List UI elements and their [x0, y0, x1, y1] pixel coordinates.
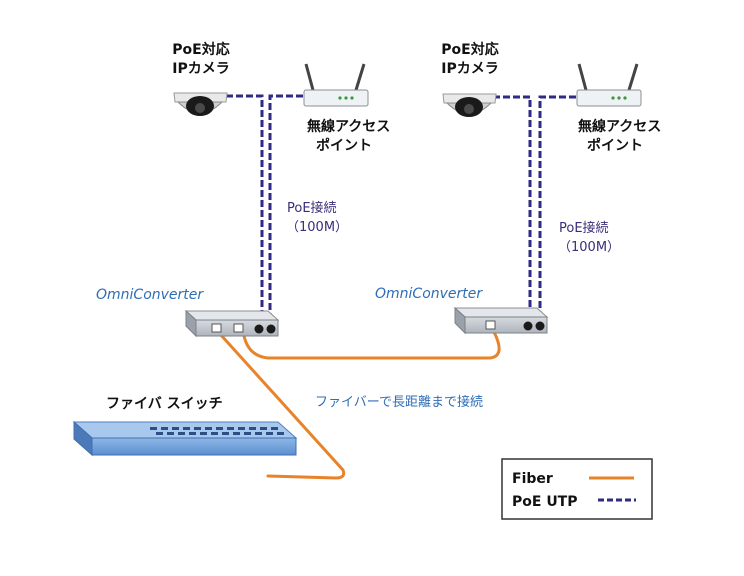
fiber-link-converters: [241, 328, 501, 360]
ap-left-label-line1: 無線アクセス: [307, 118, 390, 135]
omniconverter-left: [184, 309, 280, 338]
switch-port: [167, 432, 174, 435]
switch-port: [150, 427, 157, 430]
legend-utp-label: PoE UTP: [512, 494, 578, 510]
switch-port: [178, 432, 185, 435]
switch-port: [255, 432, 262, 435]
switch-port: [194, 427, 201, 430]
switch-port: [277, 432, 284, 435]
switch-port-grid: [150, 427, 284, 435]
fiber-distance-note: ファイバーで長距離まで接続: [315, 394, 483, 410]
fiber-link-switch: [218, 332, 346, 480]
switch-port: [156, 432, 163, 435]
switch-port: [211, 432, 218, 435]
legend-box: [501, 458, 653, 520]
utp-camera-left: [226, 94, 264, 322]
omniconverter-right: [453, 306, 549, 335]
ap-left-label-line2: ポイント: [316, 137, 372, 154]
legend-fiber-label: Fiber: [512, 471, 553, 487]
ip-camera-left: [173, 92, 228, 116]
switch-port: [244, 432, 251, 435]
switch-port: [216, 427, 223, 430]
poe-left-label-line2: （100M）: [286, 220, 348, 235]
converter-left-label: OmniConverter: [96, 287, 204, 303]
poe-right-label-line1: PoE接続: [559, 220, 609, 236]
switch-port: [271, 427, 278, 430]
ip-camera-right: [442, 93, 497, 117]
camera-right-label-line2: IPカメラ: [441, 61, 498, 77]
switch-port: [189, 432, 196, 435]
switch-port: [260, 427, 267, 430]
ap-right-label-line1: 無線アクセス: [578, 118, 661, 135]
access-point-left: [303, 63, 369, 107]
fiber-switch-label: ファイバ スイッチ: [106, 396, 223, 412]
switch-port: [227, 427, 234, 430]
switch-port: [238, 427, 245, 430]
switch-port: [266, 432, 273, 435]
poe-utp-cables: [226, 94, 576, 322]
utp-ap-right: [538, 95, 576, 316]
poe-left-label-line1: PoE接続: [287, 200, 337, 216]
switch-port: [205, 427, 212, 430]
camera-left-label-line1: PoE対応: [172, 41, 229, 58]
fiber-cables: [218, 328, 501, 480]
utp-camera-right: [493, 95, 532, 316]
camera-right-label-line1: PoE対応: [441, 41, 498, 58]
switch-port: [200, 432, 207, 435]
switch-port: [222, 432, 229, 435]
switch-port: [183, 427, 190, 430]
switch-port: [161, 427, 168, 430]
fiber-switch: [72, 420, 298, 457]
access-point-right: [576, 63, 642, 107]
switch-port: [233, 432, 240, 435]
converter-right-label: OmniConverter: [375, 286, 483, 302]
switch-port: [172, 427, 179, 430]
utp-ap-left: [268, 94, 303, 322]
legend: Fiber PoE UTP: [501, 458, 653, 520]
switch-port: [249, 427, 256, 430]
poe-right-label-line2: （100M）: [558, 240, 620, 255]
ap-right-label-line2: ポイント: [587, 137, 643, 154]
camera-left-label-line2: IPカメラ: [172, 61, 229, 77]
